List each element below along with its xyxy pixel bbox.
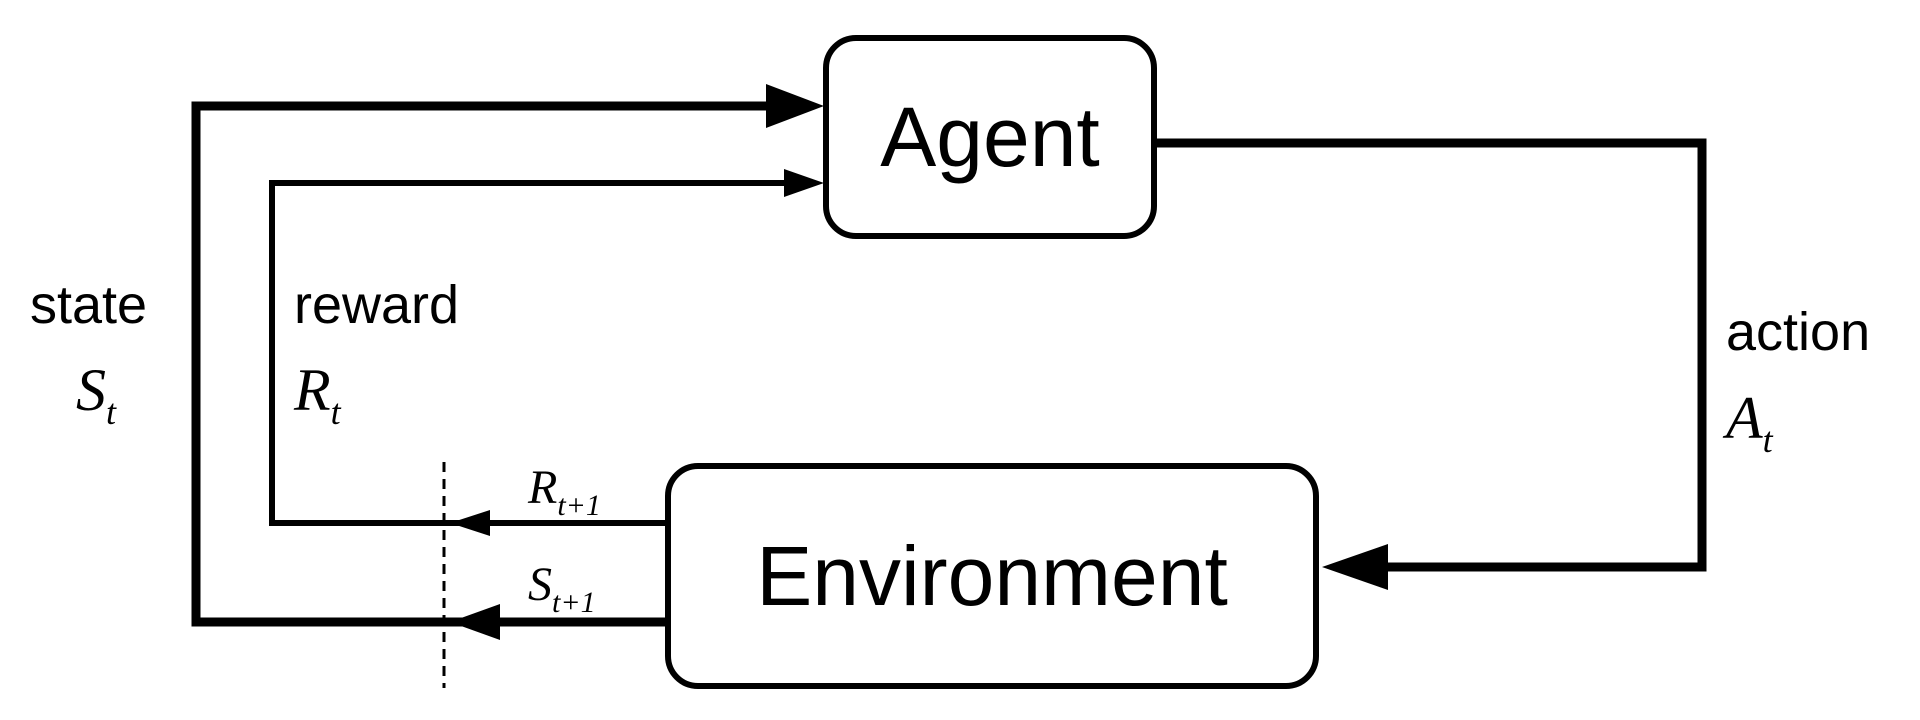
action-line bbox=[1154, 138, 1707, 572]
next-reward-label: Rt+1 bbox=[527, 461, 601, 522]
agent-label: Agent bbox=[880, 90, 1100, 184]
state-symbol: S bbox=[76, 357, 106, 423]
reward-arrowhead bbox=[784, 169, 824, 197]
state-line bbox=[191, 101, 774, 627]
state-arrowhead bbox=[766, 84, 824, 128]
agent-box bbox=[823, 35, 1157, 239]
action-subscript: t bbox=[1763, 420, 1774, 460]
state-symbol-label: St bbox=[76, 357, 117, 432]
agent-node: Agent bbox=[823, 35, 1157, 239]
next-state-label: St+1 bbox=[528, 558, 596, 619]
environment-box bbox=[665, 463, 1319, 689]
next-reward-arrowhead bbox=[450, 510, 490, 536]
next-state-symbol: S bbox=[528, 558, 552, 611]
reward-word-label: reward bbox=[294, 275, 459, 335]
action-symbol-label: At bbox=[1722, 385, 1774, 460]
action-connector bbox=[1154, 138, 1707, 590]
state-subscript: t bbox=[106, 392, 117, 432]
reward-symbol: R bbox=[293, 357, 331, 423]
next-state-subscript: t+1 bbox=[552, 586, 596, 619]
next-state-arrowhead bbox=[450, 604, 500, 640]
action-symbol: A bbox=[1722, 385, 1763, 451]
reward-symbol-label: Rt bbox=[293, 357, 342, 432]
action-arrowhead bbox=[1322, 544, 1388, 590]
state-word-label: state bbox=[30, 275, 147, 335]
action-word-label: action bbox=[1726, 302, 1870, 362]
next-reward-symbol: R bbox=[527, 461, 557, 514]
environment-label: Environment bbox=[756, 529, 1228, 623]
reward-subscript: t bbox=[331, 392, 342, 432]
next-reward-subscript: t+1 bbox=[557, 489, 601, 522]
environment-node: Environment bbox=[665, 463, 1319, 689]
state-connector bbox=[191, 84, 824, 627]
